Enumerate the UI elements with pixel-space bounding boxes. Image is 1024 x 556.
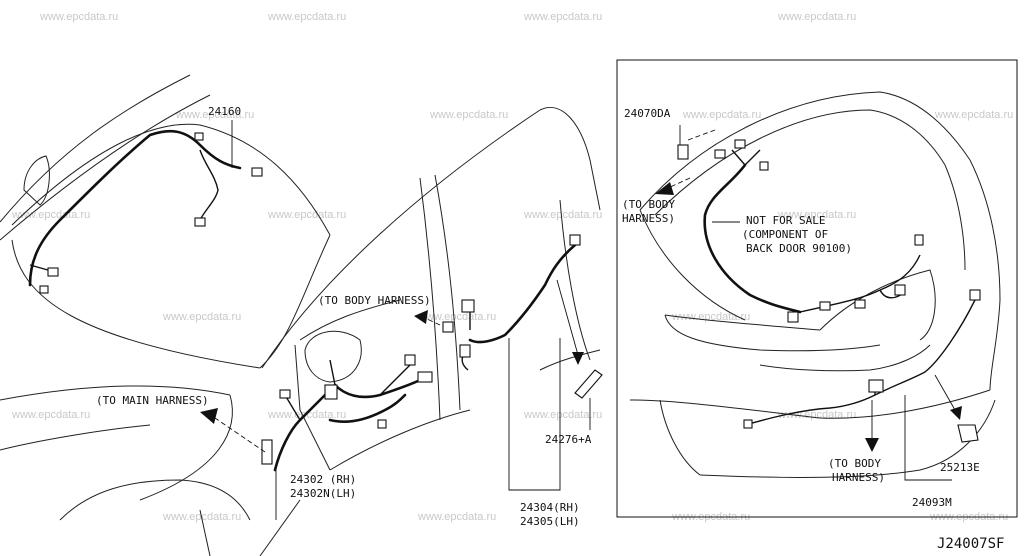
diagram-code: J24007SF xyxy=(937,536,1004,552)
watermark: www.epcdata.ru xyxy=(523,409,602,421)
watermarks: www.epcdata.ru www.epcdata.ru www.epcdat… xyxy=(11,11,1013,523)
part-label-24070da: 24070DA xyxy=(624,107,671,120)
watermark: www.epcdata.ru xyxy=(777,11,856,23)
arrow-icon xyxy=(950,406,962,420)
note-to-body-harness: (TO BODY HARNESS) xyxy=(318,294,431,307)
watermark: www.epcdata.ru xyxy=(175,109,254,121)
harness-24093m xyxy=(743,289,981,481)
back-door-outline xyxy=(629,91,1001,478)
watermark: www.epcdata.ru xyxy=(417,311,496,323)
back-door-inset-frame xyxy=(616,59,1018,518)
part-label-24160: 24160 xyxy=(208,105,241,118)
watermark: www.epcdata.ru xyxy=(934,109,1013,121)
arrow-icon xyxy=(865,438,879,452)
clip-25213e xyxy=(934,374,979,443)
front-vehicle-outline xyxy=(0,74,601,556)
note-to-main-harness: (TO MAIN HARNESS) xyxy=(96,394,209,407)
part-label-24302n-lh: 24302N(LH) xyxy=(290,487,356,500)
arrow-icon xyxy=(414,310,428,324)
note-back-door: BACK DOOR 90100) xyxy=(746,242,852,255)
part-label-24304-rh: 24304(RH) xyxy=(520,501,580,514)
watermark: www.epcdata.ru xyxy=(11,209,90,221)
clip-24276 xyxy=(556,279,603,430)
part-label-24276: 24276+A xyxy=(545,433,592,446)
arrow-icon xyxy=(200,408,218,424)
part-label-24302-rh: 24302 (RH) xyxy=(290,473,356,486)
harness-back-door xyxy=(703,139,924,323)
watermark: www.epcdata.ru xyxy=(429,109,508,121)
front-arrows xyxy=(200,310,441,453)
harness-24302 xyxy=(261,354,433,520)
note-to-body-bottom-line2: HARNESS) xyxy=(832,471,885,484)
watermark: www.epcdata.ru xyxy=(777,409,856,421)
part-label-24093m: 24093M xyxy=(912,496,952,509)
note-to-body-bottom-line1: (TO BODY xyxy=(828,457,881,470)
watermark: www.epcdata.ru xyxy=(523,209,602,221)
arrow-icon xyxy=(655,182,674,195)
watermark: www.epcdata.ru xyxy=(671,311,750,323)
watermark: www.epcdata.ru xyxy=(162,311,241,323)
part-label-24305-lh: 24305(LH) xyxy=(520,515,580,528)
watermark: www.epcdata.ru xyxy=(39,11,118,23)
watermark: www.epcdata.ru xyxy=(682,109,761,121)
watermark: www.epcdata.ru xyxy=(777,209,856,221)
watermark: www.epcdata.ru xyxy=(11,409,90,421)
watermark: www.epcdata.ru xyxy=(417,511,496,523)
arrow-icon xyxy=(572,352,584,365)
watermark: www.epcdata.ru xyxy=(267,209,346,221)
harness-24160 xyxy=(28,120,263,294)
watermark: www.epcdata.ru xyxy=(523,11,602,23)
note-not-for-sale: NOT FOR SALE xyxy=(746,214,825,227)
back-arrows xyxy=(655,177,879,452)
part-label-25213e: 25213E xyxy=(940,461,980,474)
note-to-body-line2: HARNESS) xyxy=(622,212,675,225)
harness-24304 xyxy=(442,234,581,491)
note-to-body-line1: (TO BODY xyxy=(622,198,675,211)
clip-24070da xyxy=(677,125,716,160)
note-component-of: (COMPONENT OF xyxy=(742,228,828,241)
watermark: www.epcdata.ru xyxy=(267,11,346,23)
